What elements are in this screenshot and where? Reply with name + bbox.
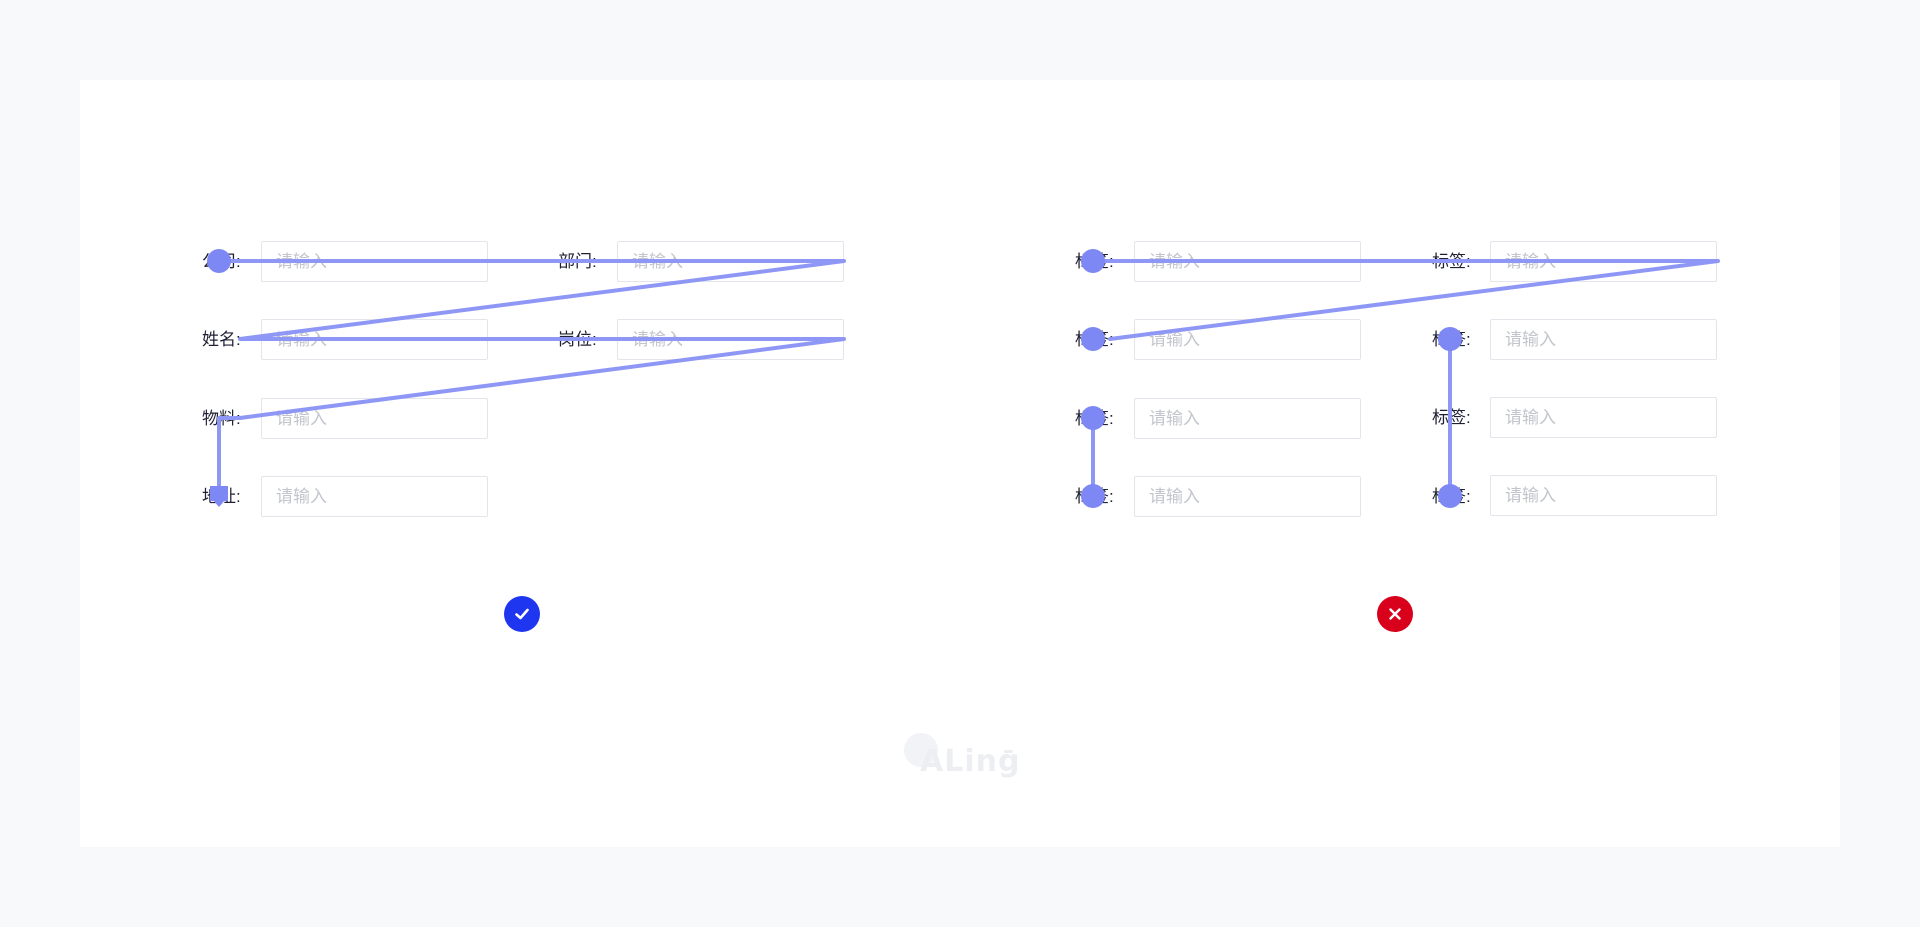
tag-input[interactable] <box>1490 475 1717 516</box>
close-icon <box>1389 608 1401 620</box>
watermark-blob <box>904 733 938 767</box>
tag-input[interactable] <box>1134 476 1361 517</box>
incorrect-badge <box>1377 596 1413 632</box>
field-label-material: 物料: <box>202 409 241 428</box>
department-input[interactable] <box>617 241 844 282</box>
field-label-tag: 标签: <box>1432 252 1471 271</box>
field-label-position: 岗位: <box>558 330 597 349</box>
field-label-tag: 标签: <box>1432 487 1471 506</box>
watermark-text: ALing <box>920 744 1021 779</box>
tag-input[interactable] <box>1134 319 1361 360</box>
field-label-department: 部门: <box>558 252 597 271</box>
company-input[interactable] <box>261 241 488 282</box>
address-input[interactable] <box>261 476 488 517</box>
watermark-logo: ALing <box>900 730 1020 790</box>
name-input[interactable] <box>261 319 488 360</box>
tag-input[interactable] <box>1490 397 1717 438</box>
field-label-name: 姓名: <box>202 330 241 349</box>
tag-input[interactable] <box>1490 241 1717 282</box>
material-input[interactable] <box>261 398 488 439</box>
field-label-tag: 标签: <box>1075 487 1114 506</box>
field-label-tag: 标签: <box>1432 408 1471 427</box>
check-icon <box>515 608 529 620</box>
tag-input[interactable] <box>1490 319 1717 360</box>
field-label-tag: 标签: <box>1075 409 1114 428</box>
field-label-tag: 标签: <box>1075 252 1114 271</box>
correct-badge <box>504 596 540 632</box>
field-label-tag: 标签: <box>1075 330 1114 349</box>
tag-input[interactable] <box>1134 398 1361 439</box>
position-input[interactable] <box>617 319 844 360</box>
field-label-tag: 标签: <box>1432 330 1471 349</box>
tag-input[interactable] <box>1134 241 1361 282</box>
field-label-company: 公司: <box>202 252 241 271</box>
field-label-address: 地址: <box>202 487 241 506</box>
watermark-mark <box>1004 750 1013 753</box>
